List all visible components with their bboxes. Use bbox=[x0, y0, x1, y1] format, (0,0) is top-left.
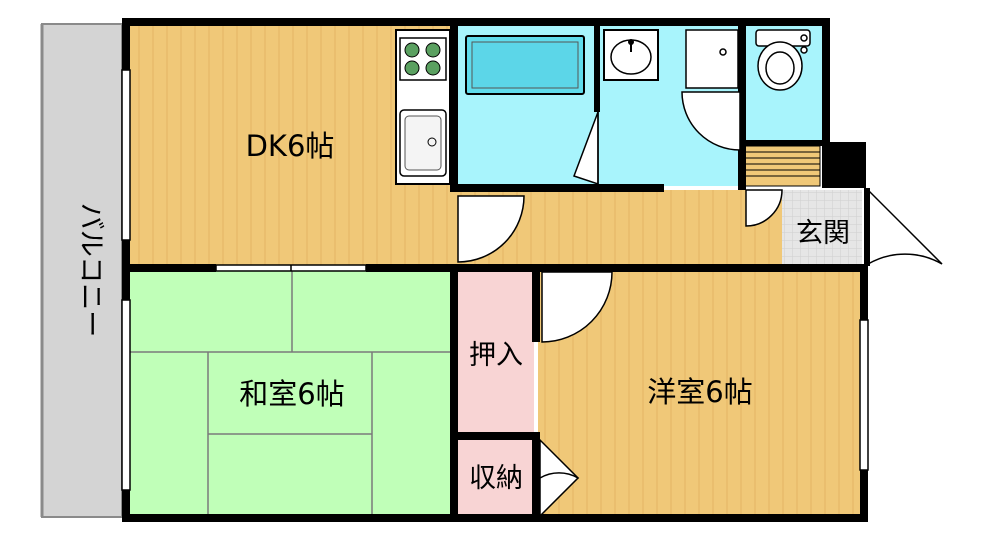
toilet bbox=[755, 29, 811, 91]
windows-left bbox=[121, 69, 131, 491]
shoe-box bbox=[822, 142, 866, 188]
dk-label: DK6帖 bbox=[246, 129, 335, 163]
tatami-lines bbox=[128, 268, 454, 518]
shuno-floor bbox=[458, 438, 538, 518]
kitchen-counter bbox=[395, 29, 451, 185]
oshiire-label: 押入 bbox=[469, 340, 523, 371]
doors bbox=[457, 91, 943, 518]
balcony-label: バルコニー bbox=[75, 203, 106, 337]
washitsu-label: 和室6帖 bbox=[239, 377, 344, 411]
washitsu-floor bbox=[128, 268, 454, 518]
washer-pan bbox=[685, 29, 739, 89]
genkan-floor bbox=[782, 190, 862, 268]
shuno-label: 収納 bbox=[469, 463, 523, 494]
youshitsu-label: 洋室6帖 bbox=[647, 375, 752, 409]
balcony-area bbox=[41, 23, 123, 518]
genkan-label: 玄関 bbox=[796, 218, 850, 249]
window-right bbox=[859, 319, 869, 471]
entry-step bbox=[743, 145, 821, 187]
stove bbox=[399, 37, 447, 81]
oshiire-floor bbox=[458, 268, 534, 434]
